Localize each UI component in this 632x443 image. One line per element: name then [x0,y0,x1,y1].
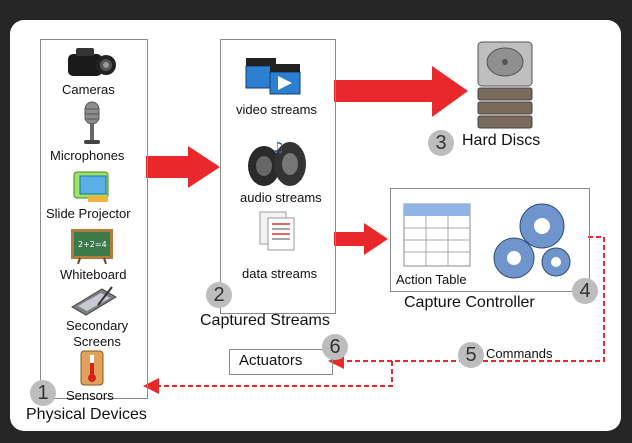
document-icon [259,211,295,251]
physical-devices-title: Physical Devices [26,406,147,423]
badge-4: 4 [572,278,598,304]
camera-icon [68,48,116,76]
tablet-icon [71,286,117,316]
capture-controller-box [390,188,590,292]
label-secondary-line1: Secondary [66,318,129,333]
actuators-label: Actuators [239,352,303,369]
physical-devices-box [40,39,148,399]
connectors [143,66,605,394]
label-whiteboard: Whiteboard [60,267,127,282]
dashed-commands-line [143,236,605,394]
svg-text:2+2=4: 2+2=4 [78,240,107,249]
label-slide-projector: Slide Projector [46,206,131,221]
badge-2: 2 [206,282,232,308]
action-table-label: Action Table [396,272,467,287]
whiteboard-icon: 2+2=4 [71,229,113,264]
arrow-devices-to-streams [146,146,220,188]
table-icon [403,203,471,267]
label-audio-streams: audio streams [240,190,322,205]
label-sensors: Sensors [66,388,114,403]
arrow-streams-to-discs [334,66,468,117]
microphone-icon [84,101,100,144]
arrow-streams-to-controller [334,223,388,255]
video-clapper-icon [245,58,301,95]
hard-disk-icon [477,41,533,129]
badge-1: 1 [30,380,56,406]
diagram-canvas: Cameras Microphones Slide Projector 2+2=… [10,20,621,431]
label-data-streams: data streams [242,266,318,281]
svg-text:♫: ♫ [272,140,285,156]
badge-5: 5 [458,342,484,368]
label-cameras: Cameras [62,82,115,97]
label-microphones: Microphones [50,148,125,163]
badge-6: 6 [322,334,348,360]
hard-discs-label: Hard Discs [462,132,541,149]
commands-label: Commands [486,346,553,361]
captured-streams-title: Captured Streams [200,312,330,329]
gears-icon [493,203,571,279]
thermometer-icon [80,350,104,386]
capture-controller-title: Capture Controller [404,294,535,311]
projector-icon [73,171,109,202]
label-secondary-line2: Screens [73,334,121,349]
badge-3: 3 [428,130,454,156]
captured-streams-box [220,39,336,314]
speaker-icon: ♫ [248,140,306,186]
label-video-streams: video streams [236,102,317,117]
label-secondary-screens: Secondary Screens [66,318,128,350]
actuators-box [229,349,333,375]
